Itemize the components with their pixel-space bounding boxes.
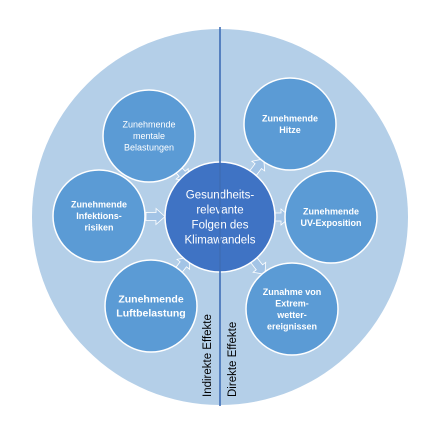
center-title: Gesundheits-relevanteFolgen desKlimawand… — [185, 190, 256, 247]
text-line: Hitze — [279, 125, 301, 135]
indirect-effects-label: Indirekte Effekte — [202, 314, 214, 397]
text-line: mentale — [133, 131, 165, 141]
text-line: Zunehmende — [118, 294, 183, 306]
text-line: Luftbelastung — [116, 308, 185, 320]
text-line: Zunehmende — [71, 200, 127, 210]
direct-effects-label: Direkte Effekte — [227, 322, 239, 397]
text-line: ereignissen — [267, 321, 317, 331]
node-circle — [102, 89, 196, 183]
text-line: Zunehmende — [262, 113, 318, 123]
text-line: Belastungen — [124, 143, 174, 153]
text-line: Zunehmende — [122, 120, 175, 130]
node-circle — [104, 259, 198, 353]
node-circle — [245, 262, 339, 356]
text-line: Infektions- — [76, 211, 122, 221]
text-line: risiken — [84, 223, 113, 233]
text-line: Zunehmende — [303, 206, 359, 216]
arrow-infektionsrisiken — [145, 207, 166, 226]
node-circle — [284, 170, 378, 264]
node-circle — [52, 169, 146, 263]
text-line: wetter- — [276, 310, 307, 320]
text-line: UV-Exposition — [300, 218, 361, 228]
node-circle — [243, 77, 337, 171]
text-line: Extrem- — [275, 298, 309, 308]
text-line: Zunahme von — [263, 287, 322, 297]
